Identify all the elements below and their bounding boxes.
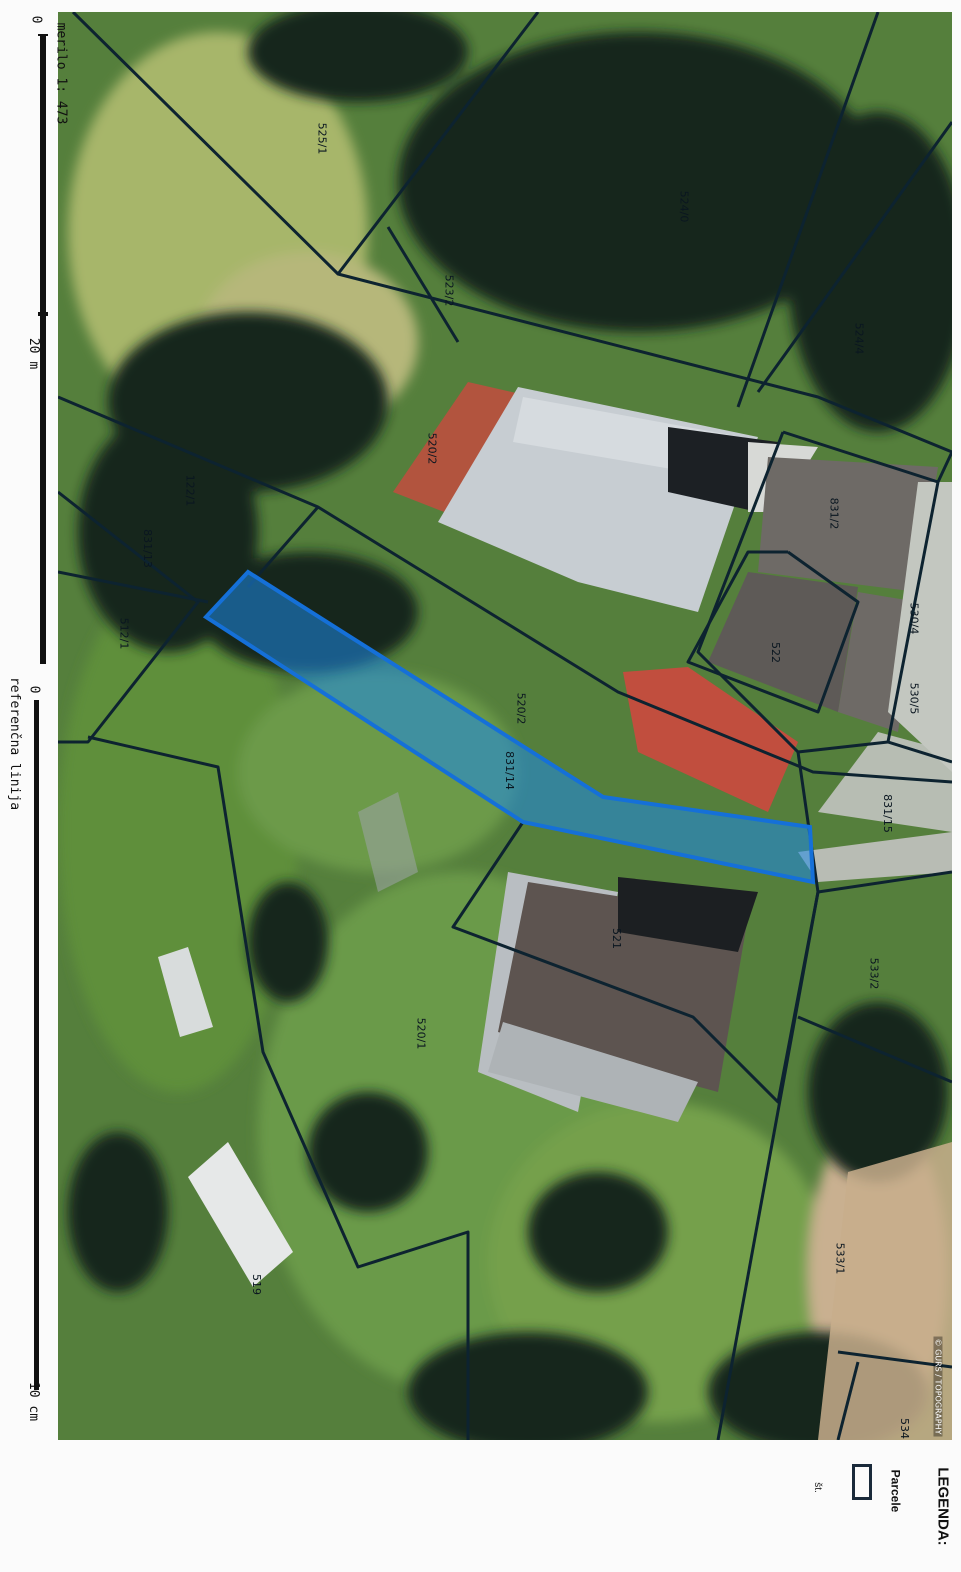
scale-bar-upper-line	[40, 34, 46, 664]
parcel-label-8312: 831/2	[827, 497, 841, 530]
parcel-label-5244: 524/4	[852, 322, 866, 355]
parcel-boundaries	[58, 12, 952, 1440]
parcel-label-5232: 523/2	[442, 274, 456, 307]
aerial-imagery	[58, 12, 952, 1440]
parcel-label-5202: 520/2	[514, 692, 528, 725]
scale-lower-label: referenčna linija	[7, 676, 23, 811]
parcel-label-5240: 524/0	[677, 190, 691, 223]
scale-bar-lower-line	[34, 700, 39, 1390]
aerial-map[interactable]: 525/1 524/0 523/2 524/4 520/2 831/2 530/…	[58, 12, 952, 1440]
scale-upper-mid: 20 m	[26, 337, 42, 370]
copyright-notice: © GURS / TOPOGRAPHY	[933, 1336, 943, 1437]
legend-note: št.	[811, 1482, 823, 1493]
parcel-label-534: 534	[898, 1418, 911, 1439]
scale-upper-label: merilo 1: 473	[53, 22, 69, 125]
legend-title: LEGENDA:	[934, 1467, 952, 1546]
selected-parcel[interactable]	[202, 569, 816, 885]
parcel-label-5251: 525/1	[315, 122, 329, 155]
parcel-label-1221: 122/1	[183, 474, 197, 507]
parcel-label-519: 519	[250, 1274, 263, 1295]
scale-lower-end: 10 cm	[26, 1381, 42, 1422]
parcel-label-5201-upper: 520/2	[425, 432, 439, 465]
parcel-label-5121: 512/1	[117, 617, 131, 650]
legend-item-label: Parcele	[888, 1469, 903, 1513]
parcel-label-5201: 520/1	[414, 1017, 428, 1050]
parcel-label-83114: 831/14	[502, 751, 516, 790]
parcel-label-522: 522	[769, 642, 782, 663]
parcel-label-83115: 831/15	[880, 794, 894, 833]
legend-parcel-symbol	[852, 1464, 872, 1500]
parcel-label-5304: 530/4	[907, 602, 921, 635]
parcel-label-83113-left: 831/13	[140, 529, 154, 568]
scale-bar-upper-tick	[38, 312, 48, 316]
scale-lower-start: 0	[26, 685, 42, 694]
parcel-label-5331: 533/1	[833, 1242, 847, 1275]
parcel-label-5305: 530/5	[907, 682, 921, 715]
parcel-label-521: 521	[610, 928, 623, 949]
parcel-label-5332: 533/2	[867, 957, 881, 990]
scale-upper-start: 0	[28, 15, 44, 24]
